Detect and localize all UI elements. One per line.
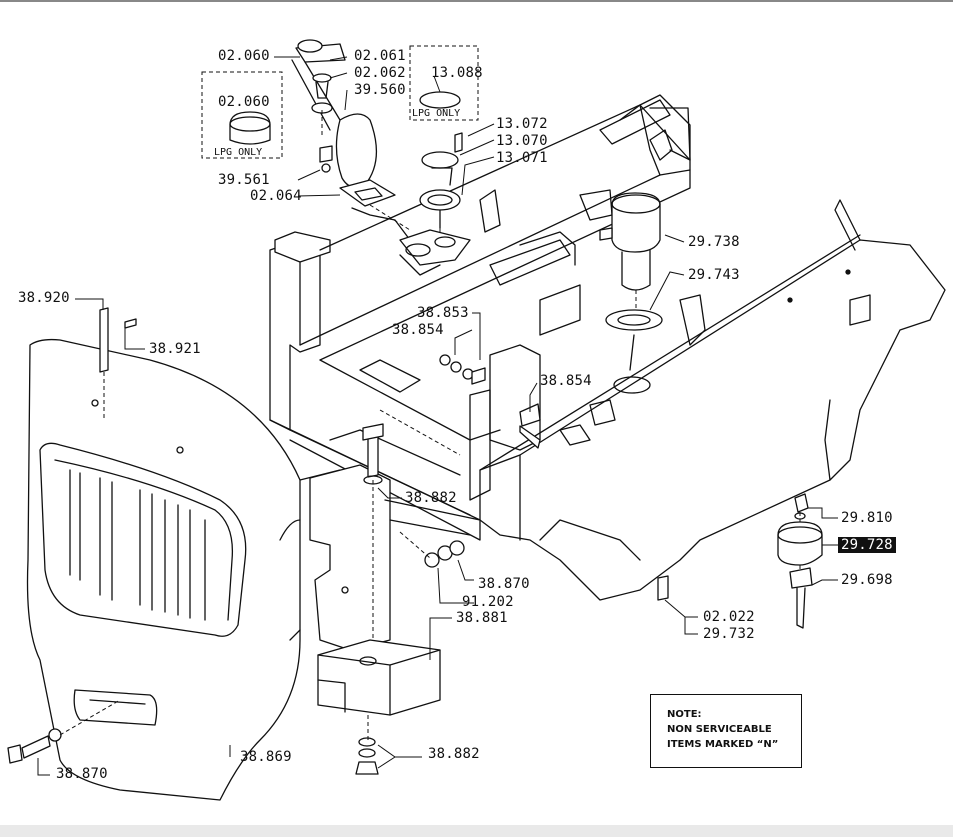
note-heading: NOTE: <box>667 709 702 720</box>
callout-29-698: 29.698 <box>841 572 893 588</box>
callout-13-070: 13.070 <box>496 133 548 149</box>
callout-29-732: 29.732 <box>703 626 755 642</box>
callout-38-882-bottom: 38.882 <box>428 746 480 762</box>
callout-02-062: 02.062 <box>354 65 406 81</box>
callout-29-728-highlighted: 29.728 <box>838 537 896 553</box>
callout-13-072: 13.072 <box>496 116 548 132</box>
callout-38-854-right: 38.854 <box>540 373 592 389</box>
note-box: NOTE: NON SERVICEABLE ITEMS MARKED “N” <box>650 694 802 768</box>
callout-91-202: 91.202 <box>462 594 514 610</box>
callout-02-060-inset: 02.060 <box>218 94 270 110</box>
callout-29-738: 29.738 <box>688 234 740 250</box>
note-line-3: ITEMS MARKED “N” <box>667 739 779 750</box>
callout-38-869: 38.869 <box>240 749 292 765</box>
lpg-only-left: LPG ONLY <box>214 147 263 158</box>
callout-39-560: 39.560 <box>354 82 406 98</box>
callout-02-022: 02.022 <box>703 609 755 625</box>
callout-02-061: 02.061 <box>354 48 406 64</box>
counterweight <box>26 338 341 801</box>
callout-02-060: 02.060 <box>218 48 270 64</box>
air-cleaner <box>599 192 661 291</box>
block-38881 <box>317 639 441 716</box>
mounting-plate <box>309 464 391 651</box>
bottom-band <box>0 825 953 837</box>
callout-38-870-right: 38.870 <box>478 576 530 592</box>
callout-39-561: 39.561 <box>218 172 270 188</box>
callout-29-810: 29.810 <box>841 510 893 526</box>
callout-38-870-left: 38.870 <box>56 766 108 782</box>
callout-29-743: 29.743 <box>688 267 740 283</box>
callout-38-854-left: 38.854 <box>392 322 444 338</box>
lpg-only-right: LPG ONLY <box>412 108 461 119</box>
callout-38-853: 38.853 <box>417 305 469 321</box>
callout-38-882-center: 38.882 <box>405 490 457 506</box>
callout-13-088: 13.088 <box>431 65 483 81</box>
callout-38-921: 38.921 <box>149 341 201 357</box>
callout-13-071: 13.071 <box>496 150 548 166</box>
callout-38-920: 38.920 <box>18 290 70 306</box>
leader-lines <box>37 45 838 776</box>
callout-02-064: 02.064 <box>250 188 302 204</box>
pin-38920 <box>99 307 109 373</box>
note-line-2: NON SERVICEABLE <box>667 724 772 735</box>
callout-38-881: 38.881 <box>456 610 508 626</box>
